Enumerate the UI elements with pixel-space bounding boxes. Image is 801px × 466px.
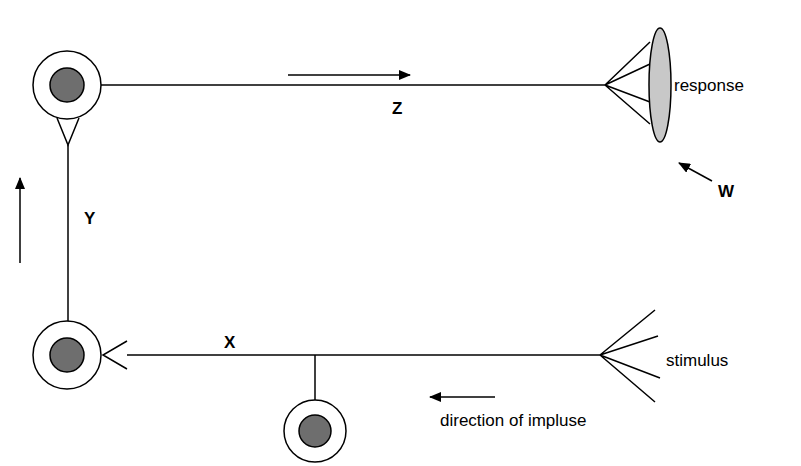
- part-label: response: [674, 76, 744, 96]
- sensory-axon: [127, 354, 600, 356]
- callout-letter: Y: [84, 209, 95, 229]
- relay-axon: [67, 145, 69, 322]
- leader-arrow: [679, 163, 712, 181]
- callout-letter: X: [224, 333, 235, 353]
- cell-body: [33, 51, 101, 119]
- part-label: stimulus: [666, 351, 728, 371]
- sensory-branch: [314, 355, 316, 400]
- nucleus: [50, 68, 84, 102]
- callout-letter: Z: [392, 99, 402, 119]
- nucleus: [50, 338, 84, 372]
- callout-letter: W: [718, 182, 734, 202]
- direction-arrow: [430, 396, 495, 398]
- effector: [649, 28, 671, 142]
- direction-arrow: [288, 74, 410, 76]
- receptor-endings: [600, 310, 660, 402]
- synapse: [57, 118, 79, 145]
- note-label: direction of impluse: [440, 411, 586, 431]
- cell-body: [284, 400, 346, 462]
- direction-arrow: [19, 178, 21, 263]
- synapse: [103, 341, 127, 369]
- cell-body: [33, 321, 101, 389]
- motor-axon: [101, 84, 605, 86]
- motor-endings: [605, 42, 650, 124]
- nucleus: [299, 415, 331, 447]
